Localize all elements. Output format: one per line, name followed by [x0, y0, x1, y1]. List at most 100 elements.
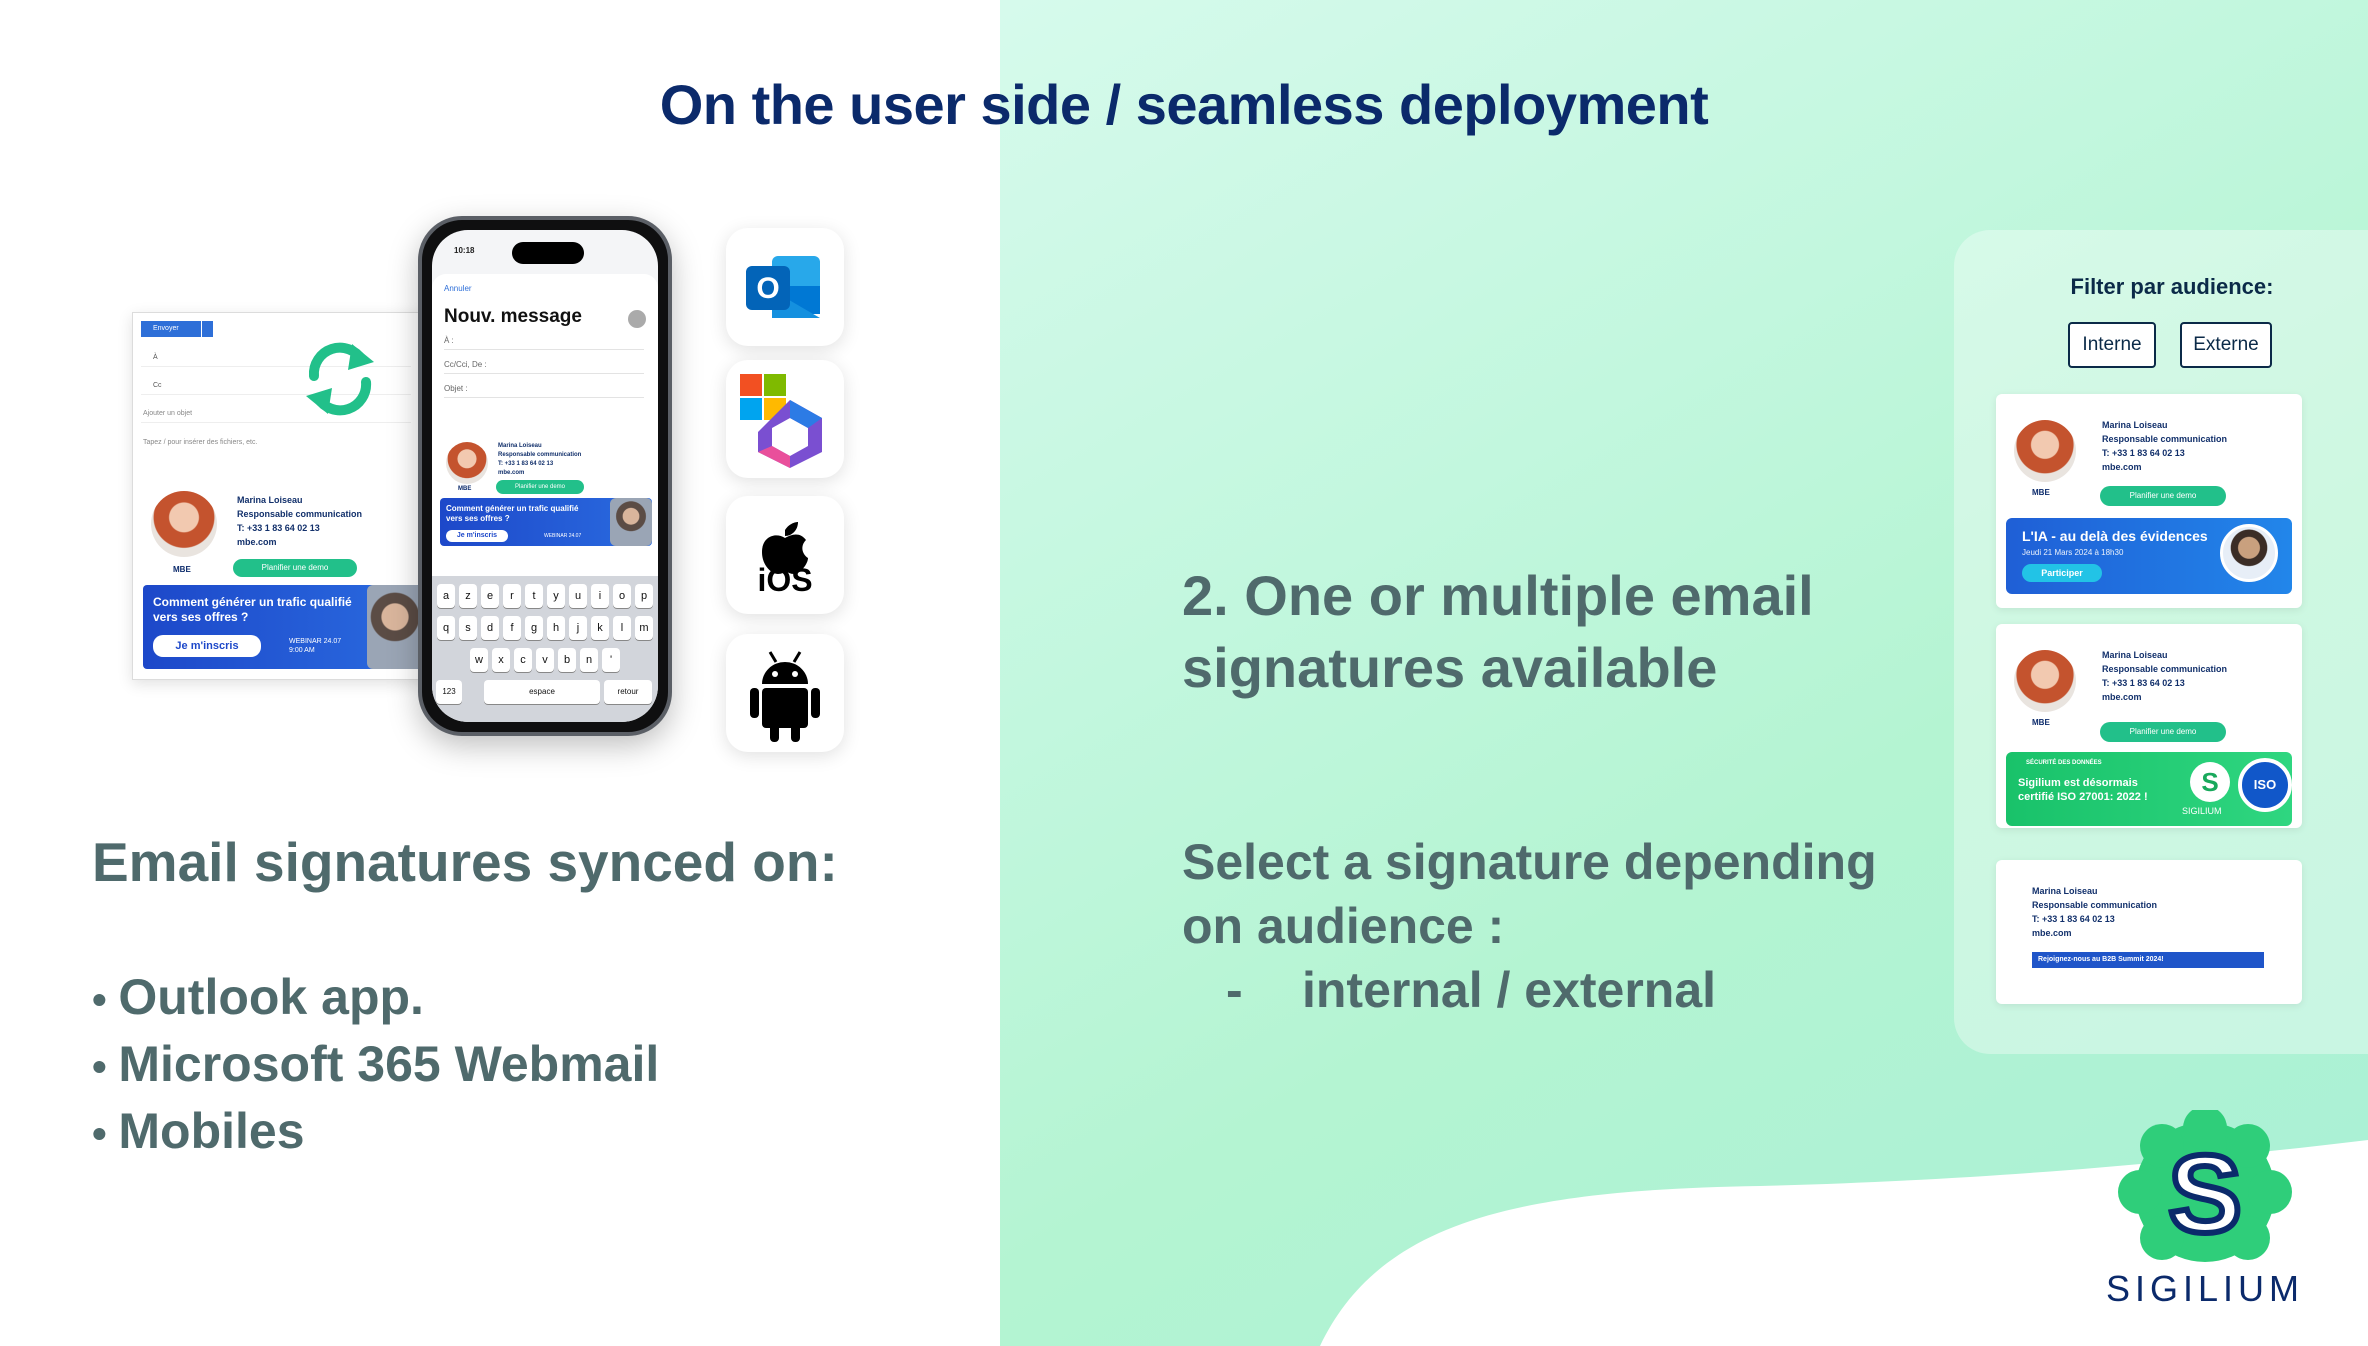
compose-title: Nouv. message [444, 306, 582, 327]
signature-site: mbe.com [498, 470, 525, 476]
svg-text:S: S [2168, 1133, 2241, 1256]
keyboard-key[interactable]: ' [602, 648, 620, 672]
keyboard-key[interactable]: i [591, 584, 609, 608]
keyboard-key[interactable]: u [569, 584, 587, 608]
to-field[interactable]: À : [444, 332, 644, 350]
filter-internal-button[interactable]: Interne [2068, 322, 2156, 368]
platform-list: Outlook app. Microsoft 365 Webmail Mobil… [92, 965, 659, 1166]
keyboard-key[interactable]: w [470, 648, 488, 672]
signature-site: mbe.com [237, 537, 277, 547]
signature-card-1[interactable]: MBE Marina Loiseau Responsable communica… [1996, 394, 2302, 608]
signature-details: Marina Loiseau Responsable communication… [2032, 886, 2158, 938]
signature-name: Marina Loiseau [498, 443, 542, 449]
keyboard-key[interactable]: h [547, 616, 565, 640]
space-key[interactable]: espace [484, 680, 600, 704]
demo-button[interactable]: Planifier une demo [233, 559, 357, 577]
participate-button[interactable]: Participer [2022, 564, 2102, 582]
keyboard-key[interactable]: m [635, 616, 653, 640]
signature-phone: T: +33 1 83 64 02 13 [498, 461, 554, 467]
keyboard-key[interactable]: y [547, 584, 565, 608]
subject-field[interactable]: Ajouter un objet [141, 405, 411, 423]
keyboard-key[interactable]: p [635, 584, 653, 608]
numbers-key[interactable]: 123 [436, 680, 462, 704]
keyboard-key[interactable]: q [437, 616, 455, 640]
signature-name: Marina Loiseau [237, 495, 303, 505]
send-options-button[interactable] [201, 321, 213, 337]
signature-details: Marina Loiseau Responsable communication… [2102, 420, 2228, 472]
keyboard-key[interactable]: j [569, 616, 587, 640]
body-placeholder: Tapez / pour insérer des fichiers, etc. [143, 439, 258, 446]
signature-phone: T: +33 1 83 64 02 13 [237, 523, 320, 533]
keyboard-key[interactable]: s [459, 616, 477, 640]
audience-filter-panel: Filter par audience: Interne Externe MBE… [1954, 230, 2368, 1054]
signature-photo [151, 491, 217, 557]
microsoft-365-icon [726, 360, 844, 478]
phone-mock: 10:18 Annuler Nouv. message À : Cc/Cci, … [418, 216, 672, 736]
demo-button[interactable]: Planifier une demo [2100, 722, 2226, 742]
compose-sheet: Annuler Nouv. message À : Cc/Cci, De : O… [432, 274, 658, 434]
keyboard-key[interactable]: x [492, 648, 510, 672]
list-item: Mobiles [92, 1099, 659, 1166]
page-title: On the user side / seamless deployment [659, 73, 1709, 136]
filter-external-button[interactable]: Externe [2180, 322, 2272, 368]
demo-button[interactable]: Planifier une demo [496, 480, 584, 494]
keyboard-key[interactable]: l [613, 616, 631, 640]
subject-field[interactable]: Objet : [444, 380, 644, 398]
iso-badge: ISO [2238, 758, 2292, 812]
phone-screen: 10:18 Annuler Nouv. message À : Cc/Cci, … [432, 230, 658, 722]
speaker-photo [2220, 524, 2278, 582]
send-icon[interactable] [628, 310, 646, 328]
banner-text: Comment générer un trafic qualifié vers … [153, 595, 352, 624]
audience-subheading: Select a signature depending on audience… [1182, 834, 1877, 954]
list-item: Outlook app. [92, 965, 659, 1032]
keyboard-key[interactable]: f [503, 616, 521, 640]
return-key[interactable]: retour [604, 680, 652, 704]
to-field[interactable]: À [141, 349, 411, 367]
summit-banner: Rejoignez-nous au B2B Summit 2024! [2032, 952, 2264, 968]
keyboard-key[interactable]: r [503, 584, 521, 608]
signature-photo [2014, 420, 2076, 482]
keyboard-key[interactable]: c [514, 648, 532, 672]
signature-details: Marina Loiseau Responsable communication… [498, 442, 581, 478]
demo-button[interactable]: Planifier une demo [2100, 486, 2226, 506]
keyboard-key[interactable]: t [525, 584, 543, 608]
keyboard-key[interactable]: d [481, 616, 499, 640]
signature-details: Marina Loiseau Responsable communication… [2102, 650, 2228, 702]
signature-role: Responsable communication [237, 509, 363, 519]
mbe-logo: MBE [173, 565, 191, 574]
banner-cta-button[interactable]: Je m'inscris [153, 635, 261, 657]
signature-photo [446, 442, 488, 484]
cc-field[interactable]: Cc/Cci, De : [444, 356, 644, 374]
keyboard-key[interactable]: b [558, 648, 576, 672]
banner-cta-button[interactable]: Je m'inscris [446, 530, 508, 542]
cc-field[interactable]: Cc [141, 377, 411, 395]
banner-text: Comment générer un trafic qualifié vers … [446, 504, 579, 523]
ai-event-banner: L'IA - au delà des évidences Jeudi 21 Ma… [2006, 518, 2292, 594]
keyboard-key[interactable]: k [591, 616, 609, 640]
keyboard-key[interactable]: g [525, 616, 543, 640]
webinar-banner: Comment générer un trafic qualifié vers … [440, 498, 652, 546]
filter-title: Filter par audience: [2070, 274, 2274, 299]
keyboard-key[interactable]: z [459, 584, 477, 608]
signature-card-2[interactable]: MBE Marina Loiseau Responsable communica… [1996, 624, 2302, 828]
webinar-banner: Comment générer un trafic qualifié vers … [143, 585, 423, 669]
signature-card-3[interactable]: Marina Loiseau Responsable communication… [1996, 860, 2302, 1004]
signature-details: Marina Loiseau Responsable communication… [237, 493, 362, 549]
phone-signature: MBE Marina Loiseau Responsable communica… [432, 434, 658, 576]
phone-time: 10:18 [454, 246, 475, 255]
send-button[interactable]: Envoyer [141, 321, 201, 337]
keyboard-key[interactable]: v [536, 648, 554, 672]
keyboard-key[interactable]: n [580, 648, 598, 672]
cancel-link[interactable]: Annuler [444, 284, 472, 293]
mbe-logo: MBE [2032, 718, 2050, 727]
banner-speaker-photo [610, 498, 652, 546]
keyboard-key[interactable]: o [613, 584, 631, 608]
keyboard-key[interactable]: a [437, 584, 455, 608]
iso-banner: SÉCURITÉ DES DONNÉES Sigilium est désorm… [2006, 752, 2292, 826]
signature-role: Responsable communication [498, 452, 582, 458]
svg-text:O: O [756, 272, 779, 305]
desktop-email-mock: Envoyer À Cc Ajouter un objet Tapez / po… [132, 312, 432, 680]
keyboard-key[interactable]: e [481, 584, 499, 608]
